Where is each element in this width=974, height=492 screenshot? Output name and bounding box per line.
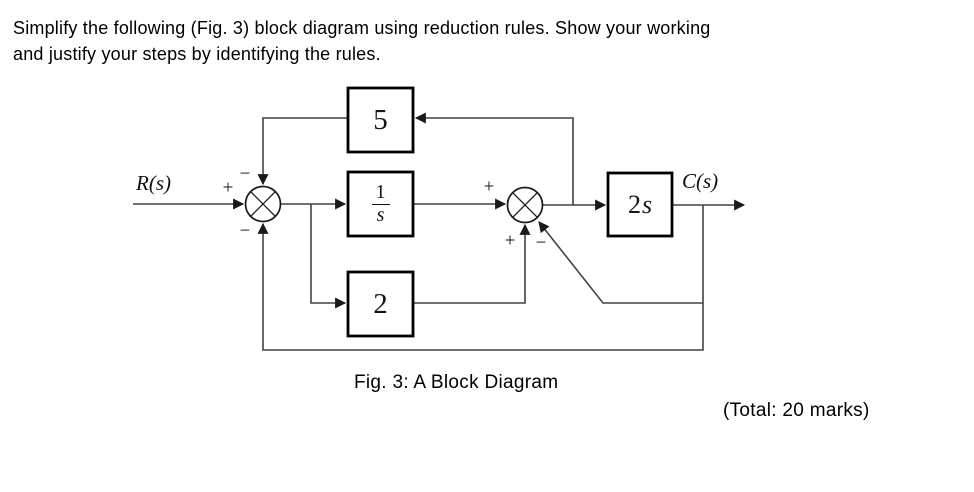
summing-junction-2-cross — [512, 192, 538, 218]
question-line-1: Simplify the following (Fig. 3) block di… — [13, 18, 711, 38]
input-signal-label: R(s) — [136, 171, 171, 195]
figure-caption: Fig. 3: A Block Diagram — [354, 372, 559, 393]
total-marks: (Total: 20 marks) — [723, 400, 870, 421]
block-2s-label: 2 s — [608, 173, 672, 236]
sum1-bottom-minus-sign: − — [239, 220, 251, 242]
takeoff-to-block5-line — [414, 112, 574, 205]
sum1-plus-sign: + — [222, 177, 234, 199]
sum2-bottom-plus-sign: + — [504, 230, 516, 252]
block-5-label: 5 — [373, 103, 388, 136]
sum2-plus-sign: + — [483, 176, 495, 198]
block-integrator-label: 1 s — [348, 172, 413, 236]
integrator-denominator: s — [376, 204, 385, 226]
block5-to-sum1-line — [257, 117, 348, 186]
block-5-box — [346, 86, 415, 154]
block-2s-coefficient: 2 — [627, 189, 641, 219]
integrator-fraction: 1 s — [371, 182, 390, 226]
question-line-2: and justify your steps by identifying th… — [13, 44, 381, 64]
block-2s-box — [606, 171, 674, 238]
output-signal-label: C(s) — [682, 169, 719, 193]
inner-feedback-diagonal-line — [538, 221, 703, 304]
branch-to-block2-line — [310, 204, 347, 309]
block-2-box — [346, 270, 415, 338]
sum1-top-minus-sign: − — [239, 163, 251, 185]
block2-to-sum2-line — [412, 223, 531, 304]
outer-feedback-line — [257, 205, 704, 351]
question-text: Simplify the following (Fig. 3) block di… — [13, 15, 711, 67]
summing-junction-1-cross — [250, 191, 276, 217]
block-2-label: 2 — [373, 287, 388, 320]
integrator-numerator: 1 — [371, 182, 390, 205]
sum2-minus-sign: − — [535, 232, 547, 254]
block-2s-variable: s — [641, 189, 653, 219]
